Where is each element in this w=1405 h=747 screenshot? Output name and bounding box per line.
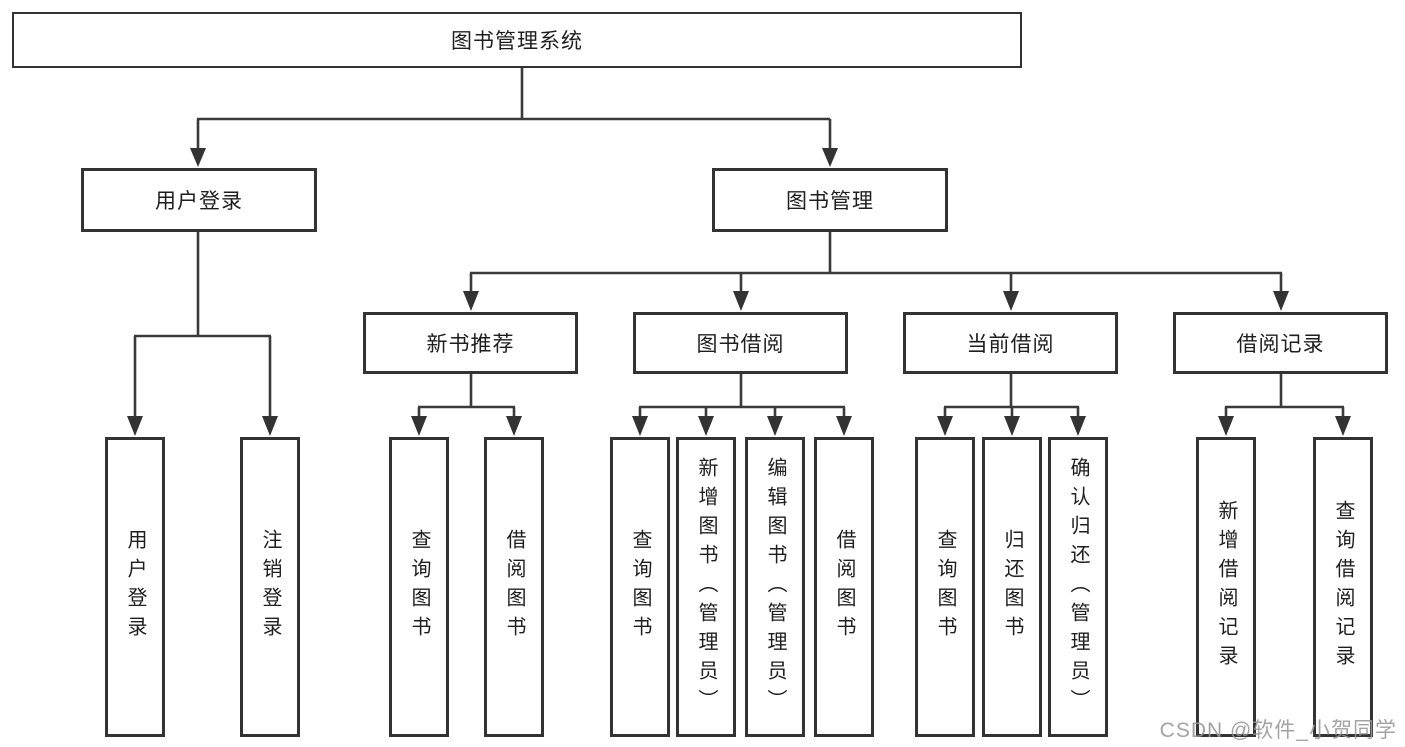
node-label: 图书管理 xyxy=(786,190,874,213)
leaf-current-confirm-return-admin: 确认归还（管理员） xyxy=(1048,437,1108,737)
node-borrow-records: 借阅记录 xyxy=(1173,312,1388,374)
arrow-down-icon xyxy=(822,148,838,167)
node-book-borrow: 图书借阅 xyxy=(633,312,848,374)
arrow-down-icon xyxy=(127,416,143,436)
arrow-down-icon xyxy=(767,416,783,436)
arrow-down-icon xyxy=(190,148,206,167)
node-label: 查询图书 xyxy=(629,529,651,645)
arrow-down-icon xyxy=(1273,291,1289,311)
node-book-management: 图书管理 xyxy=(712,168,948,232)
arrow-down-icon xyxy=(937,416,953,436)
arrow-down-icon xyxy=(1004,416,1020,436)
node-label: 查询借阅记录 xyxy=(1332,500,1354,674)
arrow-down-icon xyxy=(463,291,479,311)
node-label: 借阅图书 xyxy=(833,529,855,645)
leaf-records-add-record: 新增借阅记录 xyxy=(1196,437,1256,737)
node-label: 新书推荐 xyxy=(426,333,515,356)
arrow-down-icon xyxy=(1003,291,1019,311)
arrow-down-icon xyxy=(698,416,714,436)
node-label: 查询图书 xyxy=(934,529,956,645)
node-label: 编辑图书（管理员） xyxy=(764,456,786,718)
node-label: 用户登录 xyxy=(155,190,243,213)
leaf-borrow-add-books-admin: 新增图书（管理员） xyxy=(676,437,736,737)
arrow-down-icon xyxy=(411,416,427,436)
leaf-borrow-query-books: 查询图书 xyxy=(610,437,670,737)
arrow-down-icon xyxy=(733,291,749,311)
node-label: 图书借阅 xyxy=(696,333,785,356)
leaf-newbooks-query-books: 查询图书 xyxy=(389,437,449,737)
node-label: 用户登录 xyxy=(124,529,146,645)
leaf-current-return-books: 归还图书 xyxy=(982,437,1042,737)
node-label: 当前借阅 xyxy=(966,333,1055,356)
node-label: 新增图书（管理员） xyxy=(695,456,717,718)
arrow-down-icon xyxy=(836,416,852,436)
node-user-login: 用户登录 xyxy=(81,168,317,232)
node-label: 借阅记录 xyxy=(1236,333,1325,356)
node-root-system: 图书管理系统 xyxy=(12,12,1022,68)
node-current-borrow: 当前借阅 xyxy=(903,312,1118,374)
node-label: 图书管理系统 xyxy=(451,30,583,53)
arrow-down-icon xyxy=(632,416,648,436)
node-label: 注销登录 xyxy=(259,529,281,645)
node-label: 归还图书 xyxy=(1001,529,1023,645)
leaf-user-login: 用户登录 xyxy=(105,437,165,737)
leaf-records-query-record: 查询借阅记录 xyxy=(1313,437,1373,737)
node-label: 新增借阅记录 xyxy=(1215,500,1237,674)
arrow-down-icon xyxy=(1218,416,1234,436)
leaf-current-query-books: 查询图书 xyxy=(915,437,975,737)
arrow-down-icon xyxy=(1335,416,1351,436)
node-new-book-recommend: 新书推荐 xyxy=(363,312,578,374)
arrow-down-icon xyxy=(506,416,522,436)
node-label: 借阅图书 xyxy=(503,529,525,645)
arrow-down-icon xyxy=(262,416,278,436)
node-label: 查询图书 xyxy=(408,529,430,645)
leaf-logout: 注销登录 xyxy=(240,437,300,737)
leaf-newbooks-borrow-books: 借阅图书 xyxy=(484,437,544,737)
leaf-borrow-borrow-books: 借阅图书 xyxy=(814,437,874,737)
arrow-down-icon xyxy=(1070,416,1086,436)
leaf-borrow-edit-books-admin: 编辑图书（管理员） xyxy=(745,437,805,737)
node-label: 确认归还（管理员） xyxy=(1067,456,1089,718)
